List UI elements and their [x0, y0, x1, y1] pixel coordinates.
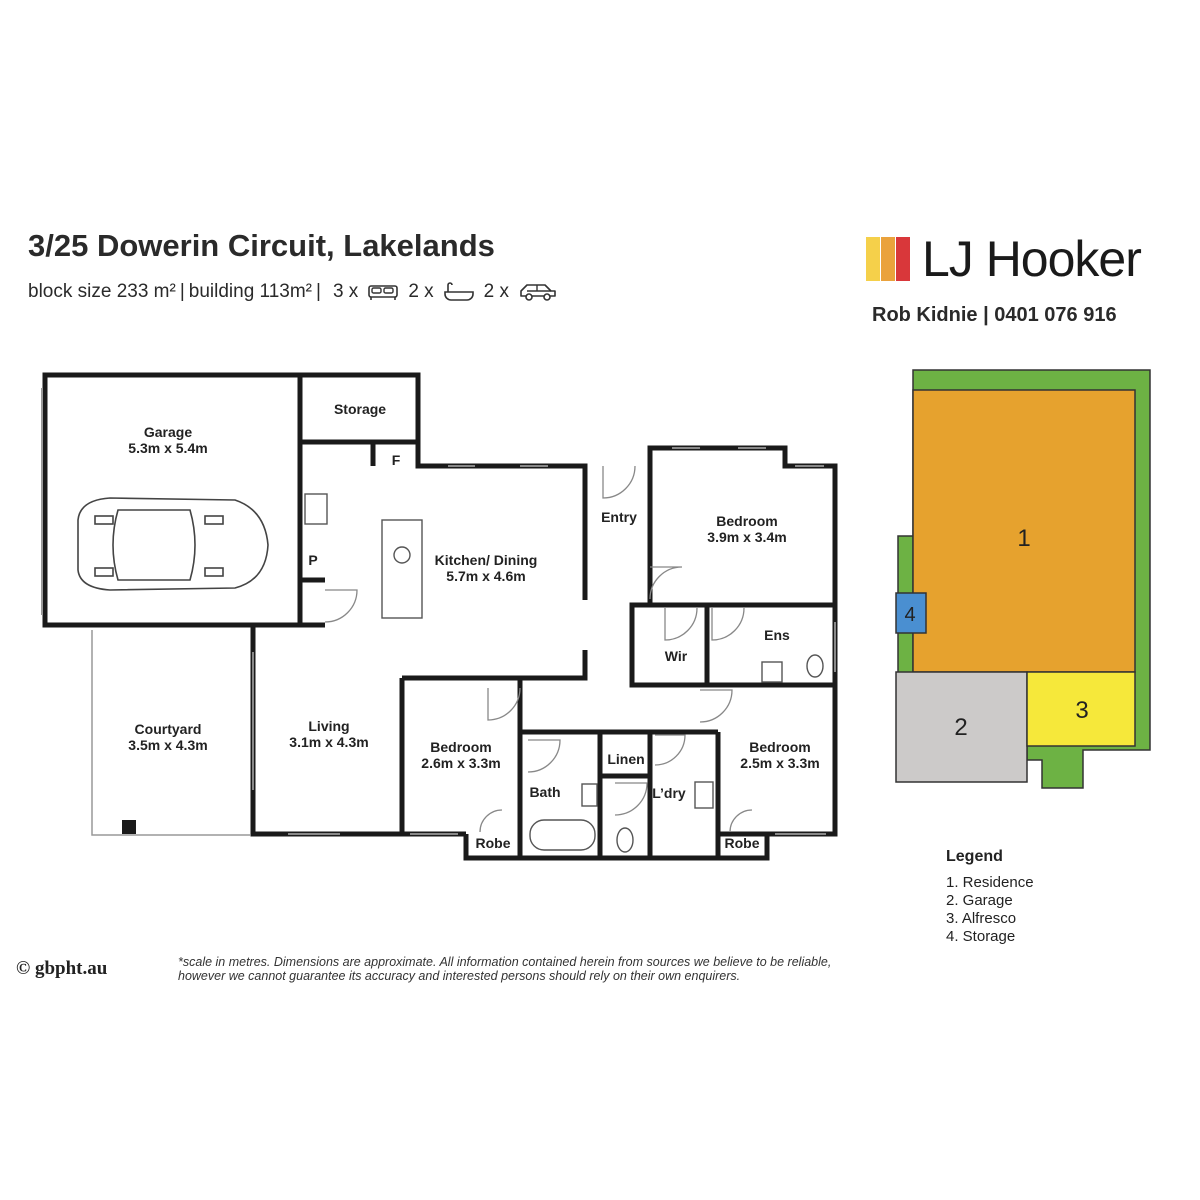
car-icon: [520, 284, 556, 301]
legend-item: 3. Alfresco: [946, 910, 1017, 927]
courtyard-dims: 3.5m x 4.3m: [128, 737, 207, 753]
bedroom3-label: Bedroom: [749, 739, 810, 755]
bedroom1-dims: 3.9m x 3.4m: [707, 529, 786, 545]
site-label-3: 3: [1075, 697, 1088, 724]
bedroom3-dims: 2.5m x 3.3m: [740, 755, 819, 771]
wir-label: Wir: [665, 648, 688, 664]
kitchen-dims: 5.7m x 4.6m: [446, 568, 525, 584]
brand-logo: LJ Hooker: [866, 230, 1142, 288]
brand-name: LJ Hooker: [922, 231, 1142, 287]
ens-label: Ens: [764, 627, 790, 643]
site-plan: [895, 369, 1151, 789]
kitchen-label: Kitchen/ Dining: [435, 552, 538, 568]
compass-north-label: N: [1096, 879, 1110, 880]
site-label-2: 2: [954, 714, 967, 741]
brand-stripes-icon: [866, 237, 910, 281]
property-specs: block size 233 m² | building 113m² | 3 x…: [28, 281, 567, 303]
site-garage: [895, 671, 1028, 783]
courtyard-post: [122, 820, 136, 834]
separator: |: [316, 281, 321, 302]
bed-count: 3 x: [332, 281, 359, 302]
copyright: © gbpht.au: [16, 958, 108, 979]
floor-plan: Garage 5.3m x 5.4m Storage F P Kitchen/ …: [41, 369, 1151, 880]
pantry-label: P: [308, 552, 317, 568]
legend-item: 1. Residence: [946, 874, 1034, 891]
bedroom2-dims: 2.6m x 3.3m: [421, 755, 500, 771]
bed-icon: [368, 285, 399, 300]
disclaimer: *scale in metres. Dimensions are approxi…: [178, 955, 832, 983]
legend-title: Legend: [946, 848, 1003, 865]
site-label-4: 4: [904, 604, 915, 626]
laundry-label: L’dry: [652, 785, 686, 801]
linen-label: Linen: [607, 751, 644, 767]
legend-item: 4. Storage: [946, 928, 1016, 945]
living-label: Living: [308, 718, 349, 734]
courtyard-label: Courtyard: [135, 721, 202, 737]
car-icon: [77, 497, 269, 591]
site-storage: [895, 592, 927, 634]
bedroom1-label: Bedroom: [716, 513, 777, 529]
robe-right-label: Robe: [725, 835, 760, 851]
bath-count: 2 x: [408, 281, 434, 302]
building-size: building 113m²: [188, 281, 313, 302]
site-residence: [912, 389, 1136, 673]
doors: [324, 465, 753, 833]
bedroom2-label: Bedroom: [430, 739, 491, 755]
separator: |: [179, 281, 185, 302]
entry-label: Entry: [601, 509, 637, 525]
robe-left-label: Robe: [476, 835, 511, 851]
windows: [252, 447, 836, 835]
courtyard-outline: [91, 630, 250, 836]
site-label-1: 1: [1017, 525, 1030, 552]
garage-dims: 5.3m x 5.4m: [128, 440, 207, 456]
fridge-label: F: [392, 452, 401, 468]
living-dims: 3.1m x 4.3m: [289, 734, 368, 750]
site-alfresco: [1026, 671, 1136, 747]
garage-label: Garage: [144, 424, 192, 440]
block-size: block size 233 m²: [28, 281, 176, 302]
agent-contact: Rob Kidnie | 0401 076 916: [872, 304, 1117, 326]
car-count: 2 x: [483, 281, 510, 302]
bath-icon: [443, 282, 474, 301]
compass-icon: N: [1096, 879, 1110, 880]
fixtures: [304, 493, 824, 853]
legend-item: 2. Garage: [946, 892, 1013, 909]
property-address-title: 3/25 Dowerin Circuit, Lakelands: [28, 228, 495, 263]
bath-label: Bath: [529, 784, 560, 800]
legend: Legend 1. Residence 2. Garage 3. Alfresc…: [946, 848, 1034, 946]
storage-label: Storage: [334, 401, 386, 417]
